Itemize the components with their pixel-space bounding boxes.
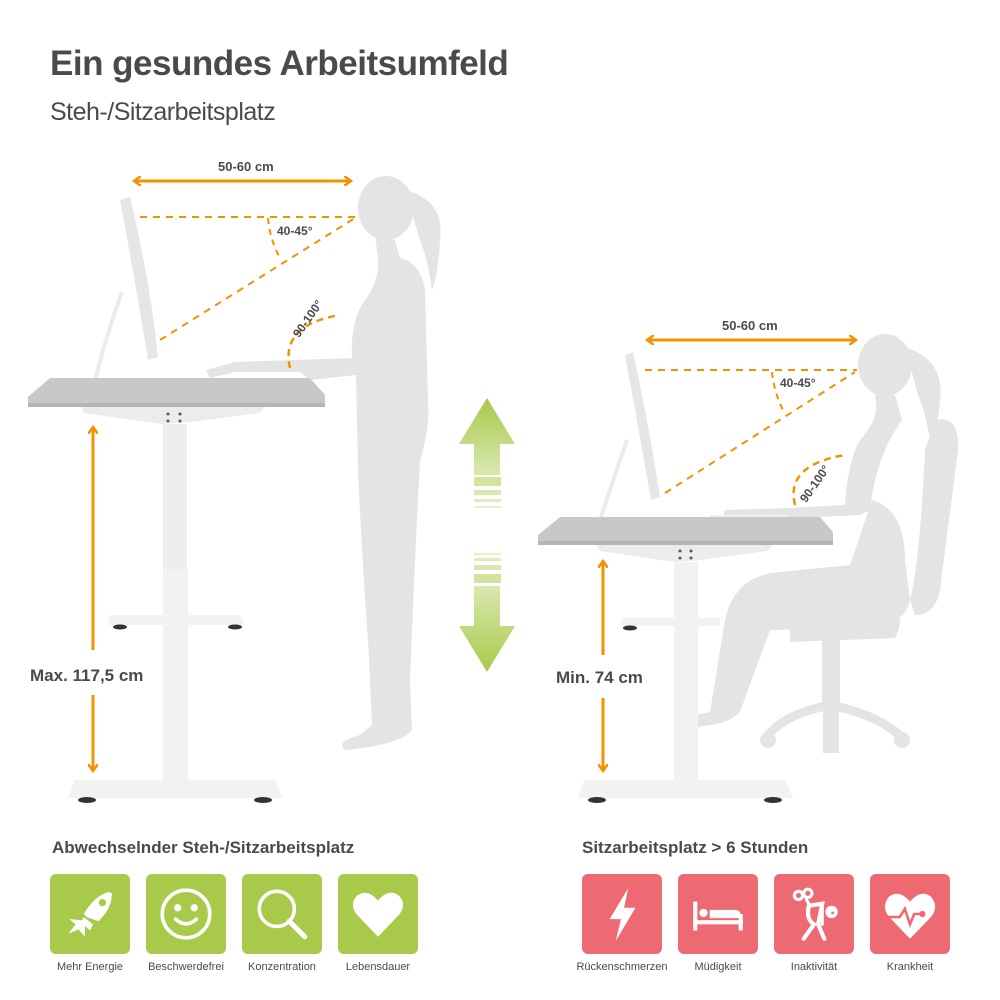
- up-down-arrow-icon: [459, 398, 515, 672]
- benefit-tile: [146, 874, 226, 954]
- lightning-icon: [609, 888, 636, 941]
- benefit-label: Mehr Energie: [56, 961, 124, 973]
- risk-item-inactivity: Inaktivität: [774, 874, 854, 973]
- benefit-tile: [242, 874, 322, 954]
- benefit-item-concentration: Konzentration: [242, 874, 322, 973]
- risk-label: Rückenschmerzen: [576, 961, 668, 973]
- benefit-tile: [50, 874, 130, 954]
- risk-label: Krankheit: [886, 961, 934, 973]
- risk-tile: [678, 874, 758, 954]
- risk-item-fatigue: Müdigkeit: [678, 874, 758, 973]
- windup-person-icon: [792, 887, 838, 941]
- page-subtitle: Steh-/Sitzarbeitsplatz: [50, 98, 276, 126]
- sitting-person-silhouette: [686, 334, 941, 728]
- risks-tiles: Rückenschmerzen Müdigkeit: [576, 874, 950, 973]
- standing-height-label: Max. 117,5 cm: [30, 666, 144, 685]
- sitting-height-label: Min. 74 cm: [556, 668, 643, 687]
- sitting-view-line: [664, 371, 856, 494]
- standing-elbow-arc: [287, 313, 341, 369]
- heart-icon: [352, 892, 404, 937]
- standing-distance-label: 50-60 cm: [218, 159, 274, 174]
- standing-view-line: [159, 217, 356, 341]
- rocket-icon: [68, 892, 112, 937]
- risk-item-back-pain: Rückenschmerzen: [576, 874, 668, 973]
- sitting-distance-label: 50-60 cm: [722, 318, 778, 333]
- heartbeat-icon: [883, 893, 936, 939]
- sitting-monitor: [597, 352, 663, 524]
- benefit-label: Konzentration: [248, 961, 316, 973]
- standing-view-angle-label: 40-45°: [277, 224, 313, 238]
- smiley-icon: [160, 888, 212, 940]
- standing-desk: [28, 378, 325, 803]
- sitting-scene: [538, 334, 959, 803]
- risk-tile: [870, 874, 950, 954]
- risk-label: Müdigkeit: [694, 961, 742, 973]
- risks-title: Sitzarbeitsplatz > 6 Stunden: [582, 838, 809, 857]
- benefit-item-complaint-free: Beschwerdefrei: [146, 874, 226, 973]
- benefits-title: Abwechselnder Steh-/Sitzarbeitsplatz: [52, 838, 355, 857]
- benefits-tiles: Mehr Energie Beschwerdefrei Konzentratio…: [50, 874, 418, 973]
- risk-tile: [774, 874, 854, 954]
- standing-monitor: [92, 197, 165, 382]
- risk-tile: [582, 874, 662, 954]
- risk-item-illness: Krankheit: [870, 874, 950, 973]
- sitting-view-angle-label: 40-45°: [780, 376, 816, 390]
- magnifier-icon: [257, 889, 308, 940]
- ergonomics-illustration: [28, 176, 959, 803]
- benefit-tile: [338, 874, 418, 954]
- benefit-label: Lebensdauer: [345, 961, 411, 973]
- benefit-item-energy: Mehr Energie: [50, 874, 130, 973]
- risk-label: Inaktivität: [790, 961, 838, 973]
- standing-scene: [28, 176, 441, 803]
- page-title: Ein gesundes Arbeitsumfeld: [50, 44, 509, 83]
- standing-person-silhouette: [206, 176, 441, 750]
- benefit-item-lifespan: Lebensdauer: [338, 874, 418, 973]
- benefit-label: Beschwerdefrei: [148, 961, 224, 973]
- sitting-desk: [538, 517, 833, 803]
- bed-icon: [693, 901, 743, 931]
